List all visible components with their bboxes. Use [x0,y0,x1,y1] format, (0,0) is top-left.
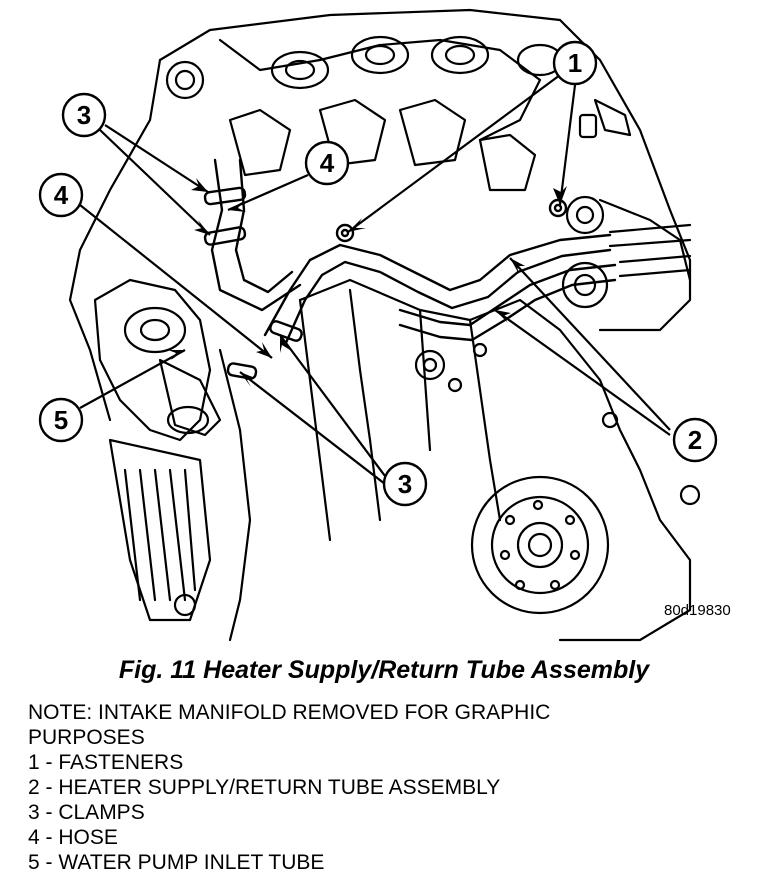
callout-arrowheads [168,178,567,387]
callout-3-bottom: 3 [382,461,428,507]
figure-caption: Fig. 11 Heater Supply/Return Tube Assemb… [118,656,650,684]
legend-item: 2 - HEATER SUPPLY/RETURN TUBE ASSEMBLY [28,776,501,799]
legend-item: 5 - WATER PUMP INLET TUBE [28,851,325,874]
legend-item: 1 - FASTENERS [28,751,184,774]
legend: NOTE: INTAKE MANIFOLD REMOVED FOR GRAPHI… [28,700,550,875]
callout-1: 1 [552,40,598,86]
legend-item: 3 - CLAMPS [28,801,145,824]
callout-2-label: 2 [688,425,702,455]
callout-3-bottom-label: 3 [398,469,412,499]
figure-reference-code: 80d19830 [664,602,731,619]
legend-note-line-1: NOTE: INTAKE MANIFOLD REMOVED FOR GRAPHI… [28,701,551,724]
callout-3-top: 3 [61,92,107,138]
callout-5-label: 5 [54,405,68,435]
legend-item: 4 - HOSE [28,826,118,849]
callout-4-left-label: 4 [54,180,69,210]
callout-4-right-label: 4 [320,148,335,178]
callout-4-left: 4 [38,172,84,218]
callout-2: 2 [672,417,718,463]
engine-block-illustration [68,8,701,642]
callout-1-label: 1 [568,48,582,78]
callout-4-right: 4 [304,140,350,186]
callout-leader-lines [79,74,671,485]
legend-note-line-2: PURPOSES [28,726,145,749]
heater-tube-assembly-illustration [203,158,617,380]
callout-3-top-label: 3 [77,100,91,130]
callout-5: 5 [38,397,84,443]
engine-diagram: 1 2 3 3 4 4 5 [38,8,718,642]
